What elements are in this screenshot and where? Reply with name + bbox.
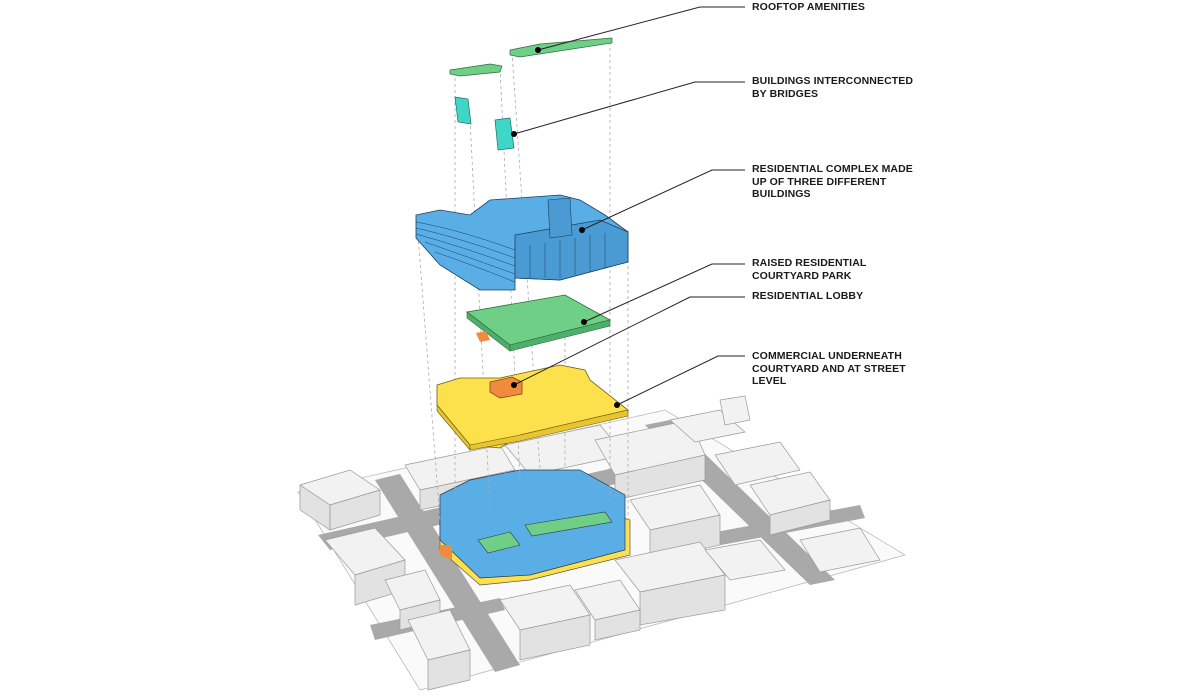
site-complex-assembled: [439, 469, 631, 586]
label-courtyard-park: RAISED RESIDENTIAL COURTYARD PARK: [752, 257, 867, 282]
lobby-small: [476, 331, 490, 342]
city-context-base: [297, 395, 907, 691]
courtyard-park-layer: [466, 294, 612, 352]
label-bridges: BUILDINGS INTERCONNECTED BY BRIDGES: [752, 75, 914, 100]
label-residential-lobby: RESIDENTIAL LOBBY: [752, 290, 864, 302]
label-commercial: COMMERCIAL UNDERNEATH COURTYARD AND AT S…: [752, 350, 906, 387]
label-rooftop-amenities: ROOFTOP AMENITIES: [752, 1, 865, 13]
residential-complex-layer: [415, 194, 629, 291]
bridges-layer: [454, 96, 515, 151]
context-buildings: [299, 395, 881, 691]
leader-lines: [511, 6, 745, 408]
label-residential-complex: RESIDENTIAL COMPLEX MADE UP OF THREE DIF…: [752, 163, 913, 200]
rooftop-amenities-layer: [449, 37, 613, 77]
commercial-layer: [436, 364, 629, 451]
